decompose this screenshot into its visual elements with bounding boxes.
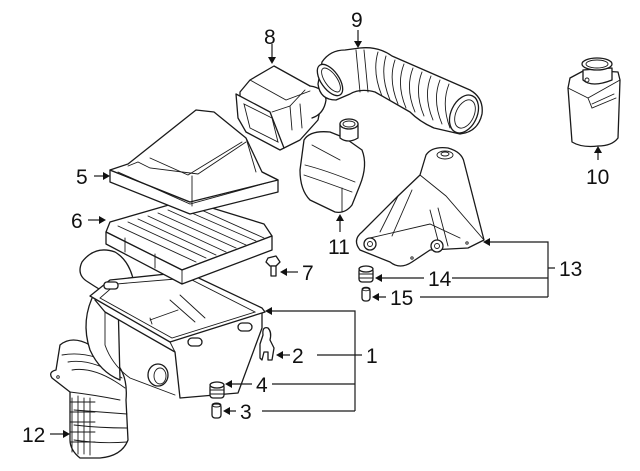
callout-12[interactable]: 12 (22, 424, 45, 447)
intake-resonator-part[interactable] (299, 118, 366, 213)
air-filter-element-part[interactable] (105, 199, 273, 285)
callout-9[interactable]: 9 (351, 9, 363, 32)
housing-clip-part[interactable] (259, 327, 275, 361)
mounting-bolt-part[interactable] (265, 255, 281, 277)
callout-1[interactable]: 1 (366, 345, 378, 368)
mass-airflow-sensor-part[interactable] (235, 65, 327, 151)
mounting-bracket-part[interactable] (355, 147, 485, 267)
callout-13[interactable]: 13 (559, 258, 582, 281)
callout-8[interactable]: 8 (264, 26, 276, 49)
air-cleaner-cover-part[interactable] (109, 109, 279, 215)
callout-15[interactable]: 15 (390, 287, 413, 310)
callout-10[interactable]: 10 (586, 166, 609, 189)
bracket-grommet-part[interactable] (358, 265, 374, 283)
intake-hose-part[interactable] (312, 47, 484, 138)
callout-labels: 8 9 10 11 5 6 7 12 1 2 4 3 13 14 15 (22, 9, 609, 447)
callout-14[interactable]: 14 (428, 268, 452, 291)
bracket-sleeve-part[interactable] (361, 286, 371, 302)
air-cleaner-housing-part[interactable] (79, 249, 266, 399)
resonator-part[interactable] (567, 57, 621, 148)
callout-3[interactable]: 3 (240, 401, 252, 424)
callout-4[interactable]: 4 (256, 374, 268, 397)
callout-2[interactable]: 2 (292, 345, 304, 368)
callout-5[interactable]: 5 (76, 166, 88, 189)
callout-11[interactable]: 11 (328, 236, 350, 259)
leader-lines (50, 30, 602, 438)
housing-sleeve-part[interactable] (211, 402, 222, 419)
callout-7[interactable]: 7 (302, 262, 314, 285)
housing-grommet-part[interactable] (209, 381, 225, 399)
callout-6[interactable]: 6 (71, 210, 83, 233)
